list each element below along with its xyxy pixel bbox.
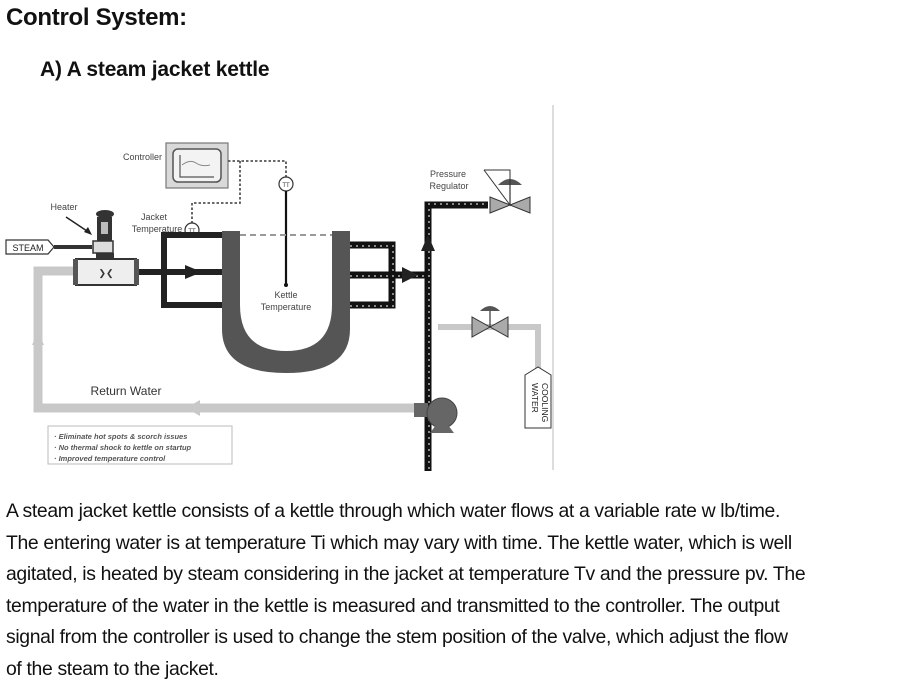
controller: Controller — [123, 142, 229, 189]
steam-jacket-kettle-diagram: Controller TT Kettle Temperature TT Jack… — [5, 105, 554, 471]
flow-arrow-icon — [402, 267, 418, 283]
description-paragraph: A steam jacket kettle consists of a kett… — [6, 496, 916, 685]
kettle-icon — [222, 231, 350, 373]
steam-label: STEAM — [12, 243, 43, 253]
kettle-temperature-label: Kettle — [274, 290, 297, 300]
description-line: agitated, is heated by steam considering… — [6, 563, 806, 585]
cooling-water-label: COOLING — [540, 383, 550, 422]
description-line: temperature of the water in the kettle i… — [6, 594, 780, 617]
flow-arrow-icon — [421, 235, 435, 251]
benefit-item: · Eliminate hot spots & scorch issues — [54, 432, 187, 441]
control-valve-icon: Heater — [50, 202, 114, 259]
description-line: A steam jacket kettle consists of a kett… — [6, 500, 781, 522]
description-line: of the steam to the jacket. — [6, 657, 219, 680]
pressure-regulator-label: Pressure — [430, 169, 466, 179]
steam-inlet: STEAM — [5, 239, 92, 255]
return-water-pipe — [32, 266, 425, 416]
kettle-temperature-transmitter: TT Kettle Temperature — [261, 176, 312, 312]
benefit-item: · No thermal shock to kettle on startup — [54, 443, 192, 452]
globe-valve-icon — [471, 306, 509, 338]
return-water-label: Return Water — [91, 384, 162, 398]
svg-text:❯❮: ❯❮ — [98, 268, 113, 279]
section-heading: A) A steam jacket kettle — [40, 58, 270, 81]
svg-text:TT: TT — [282, 183, 290, 189]
page-title: Control System: — [6, 4, 187, 31]
jacket-temperature-label: Jacket — [141, 212, 168, 222]
cooling-water-pipe — [438, 324, 541, 368]
signal-lines — [191, 160, 287, 223]
svg-text:WATER: WATER — [530, 383, 540, 413]
description-line: signal from the controller is used to ch… — [6, 626, 788, 648]
svg-text:Temperature: Temperature — [261, 302, 312, 312]
jacket-outlet-pipes — [350, 201, 488, 471]
steam-to-jacket-pipes — [139, 232, 224, 308]
controller-label: Controller — [123, 152, 162, 162]
heat-exchanger-icon: ❯❮ — [73, 258, 139, 286]
svg-text:Regulator: Regulator — [429, 181, 468, 191]
cooling-water-inlet: COOLING WATER — [524, 366, 552, 429]
benefit-item: · Improved temperature control — [54, 454, 166, 463]
heater-label: Heater — [50, 202, 77, 212]
svg-text:Temperature: Temperature — [132, 224, 183, 234]
pump-icon — [414, 397, 458, 433]
pressure-regulator-valve-icon: Pressure Regulator — [429, 169, 531, 214]
benefits-box: · Eliminate hot spots & scorch issues · … — [47, 425, 233, 465]
description-line: The entering water is at temperature Ti … — [6, 531, 792, 554]
